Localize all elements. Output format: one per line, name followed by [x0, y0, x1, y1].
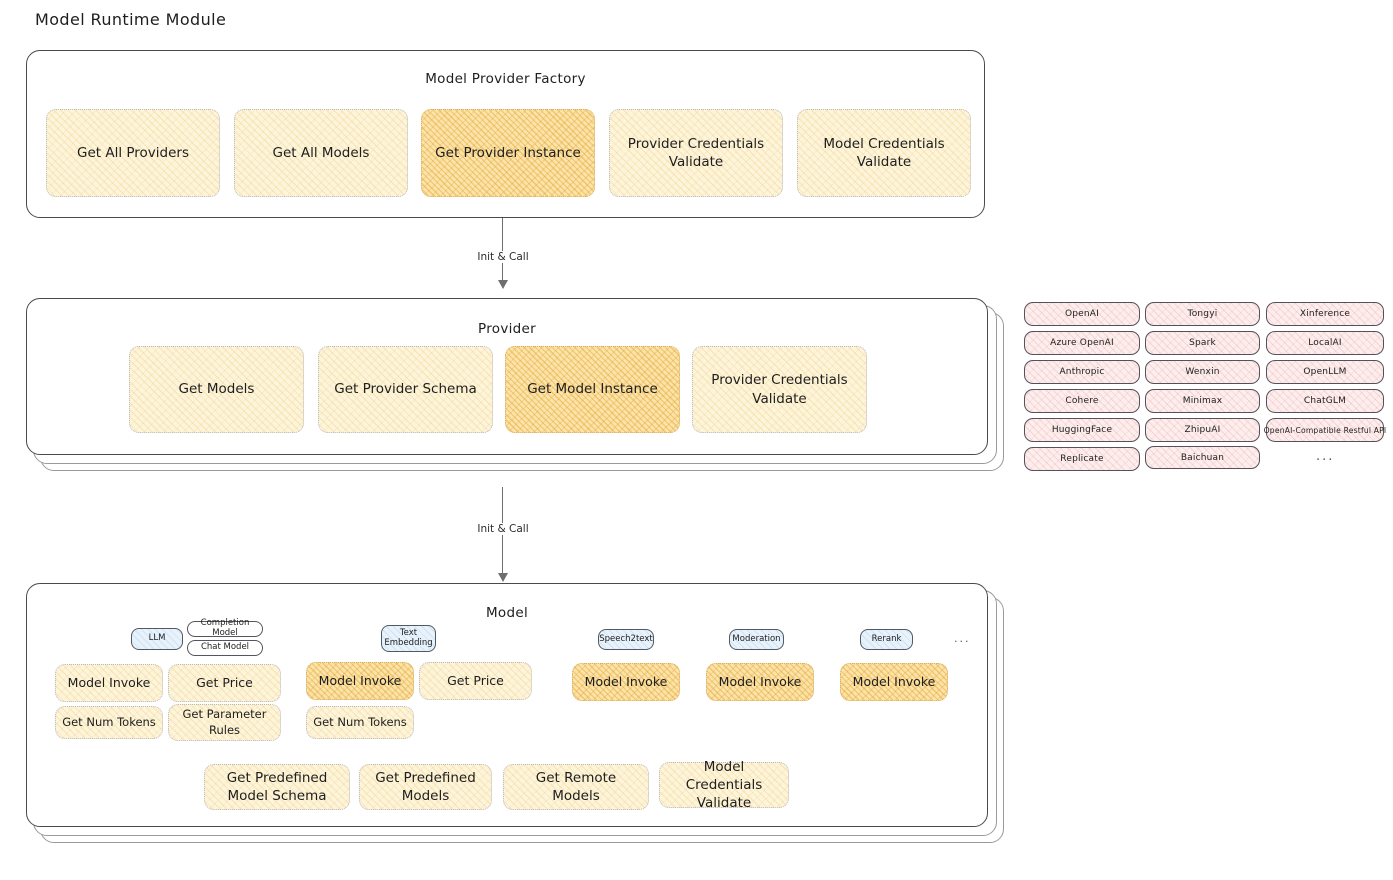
provider-chip-cohere[interactable]: Cohere	[1024, 389, 1140, 413]
model-type-chip-text-embedding[interactable]: Text Embedding	[381, 625, 436, 652]
provider-chip-wenxin[interactable]: Wenxin	[1145, 360, 1260, 384]
factory-box-get-provider-instance[interactable]: Get Provider Instance	[421, 109, 595, 197]
llm-method-get-num-tokens[interactable]: Get Num Tokens	[55, 706, 163, 739]
provider-list: OpenAI Azure OpenAI Anthropic Cohere Hug…	[1024, 300, 1386, 475]
provider-chip-openai[interactable]: OpenAI	[1024, 302, 1140, 326]
provider-chip-chatglm[interactable]: ChatGLM	[1266, 389, 1384, 413]
factory-box-provider-credentials-validate[interactable]: Provider Credentials Validate	[609, 109, 783, 197]
text-embedding-method-get-price[interactable]: Get Price	[419, 662, 532, 700]
model-common-method-get-remote-models[interactable]: Get Remote Models	[503, 764, 649, 810]
provider-card: Provider Get Models Get Provider Schema …	[26, 298, 988, 455]
model-provider-factory-card: Model Provider Factory Get All Providers…	[26, 50, 985, 218]
provider-chip-minimax[interactable]: Minimax	[1145, 389, 1260, 413]
provider-chip-openai-compatible-restful-api[interactable]: OpenAI-Compatible Restful API	[1264, 418, 1386, 442]
provider-chip-tongyi[interactable]: Tongyi	[1145, 302, 1260, 326]
provider-list-more-ellipsis: ...	[1316, 449, 1335, 464]
arrow-label-init-and-call-1: Init & Call	[472, 251, 534, 263]
llm-method-model-invoke[interactable]: Model Invoke	[55, 664, 163, 702]
model-stack: Model LLM Completion Model Chat Model Mo…	[26, 583, 1016, 853]
arrow-label-init-and-call-2: Init & Call	[472, 523, 534, 535]
model-subtype-chip-completion-model[interactable]: Completion Model	[187, 618, 263, 638]
provider-box-get-provider-schema[interactable]: Get Provider Schema	[318, 346, 493, 433]
model-common-method-get-predefined-models[interactable]: Get Predefined Models	[359, 764, 492, 810]
provider-box-get-model-instance[interactable]: Get Model Instance	[505, 346, 680, 433]
model-types-more-ellipsis: ...	[954, 632, 971, 645]
provider-chip-huggingface[interactable]: HuggingFace	[1024, 418, 1140, 442]
factory-box-get-all-models[interactable]: Get All Models	[234, 109, 408, 197]
text-embedding-method-model-invoke[interactable]: Model Invoke	[306, 662, 414, 700]
model-provider-factory-title: Model Provider Factory	[425, 71, 586, 87]
provider-chip-replicate[interactable]: Replicate	[1024, 447, 1140, 471]
factory-box-get-all-providers[interactable]: Get All Providers	[46, 109, 220, 197]
provider-chip-spark[interactable]: Spark	[1145, 331, 1260, 355]
model-title: Model	[485, 605, 529, 621]
speech2text-method-model-invoke[interactable]: Model Invoke	[572, 663, 680, 701]
model-common-method-get-predefined-model-schema[interactable]: Get Predefined Model Schema	[204, 764, 350, 810]
page-title: Model Runtime Module	[35, 10, 227, 29]
factory-box-model-credentials-validate[interactable]: Model Credentials Validate	[797, 109, 971, 197]
model-type-chip-moderation[interactable]: Moderation	[729, 629, 784, 650]
rerank-method-model-invoke[interactable]: Model Invoke	[840, 663, 948, 701]
provider-chip-anthropic[interactable]: Anthropic	[1024, 360, 1140, 384]
model-subtype-chip-chat-model[interactable]: Chat Model	[187, 640, 263, 656]
provider-chip-xinference[interactable]: Xinference	[1266, 302, 1384, 326]
moderation-method-model-invoke[interactable]: Model Invoke	[706, 663, 814, 701]
llm-method-get-price[interactable]: Get Price	[168, 664, 281, 702]
model-type-chip-speech2text[interactable]: Speech2text	[598, 629, 654, 650]
provider-title: Provider	[478, 321, 536, 337]
provider-chip-azure-openai[interactable]: Azure OpenAI	[1024, 331, 1140, 355]
provider-chip-openllm[interactable]: OpenLLM	[1266, 360, 1384, 384]
llm-method-get-parameter-rules[interactable]: Get Parameter Rules	[168, 704, 281, 741]
provider-box-get-models[interactable]: Get Models	[129, 346, 304, 433]
arrow-factory-to-provider-head	[498, 280, 508, 289]
provider-chip-zhipuai[interactable]: ZhipuAI	[1145, 418, 1260, 442]
model-type-chip-llm[interactable]: LLM	[131, 628, 183, 650]
text-embedding-method-get-num-tokens[interactable]: Get Num Tokens	[306, 706, 414, 739]
model-type-chip-rerank[interactable]: Rerank	[860, 629, 913, 650]
provider-chip-localai[interactable]: LocalAI	[1266, 331, 1384, 355]
model-card: Model LLM Completion Model Chat Model Mo…	[26, 583, 988, 827]
provider-box-provider-credentials-validate[interactable]: Provider Credentials Validate	[692, 346, 867, 433]
provider-chip-baichuan[interactable]: Baichuan	[1145, 446, 1260, 469]
model-common-method-model-credentials-validate[interactable]: Model Credentials Validate	[659, 759, 789, 811]
provider-stack: Provider Get Models Get Provider Schema …	[26, 298, 1016, 478]
arrow-provider-to-model-head	[498, 573, 508, 582]
